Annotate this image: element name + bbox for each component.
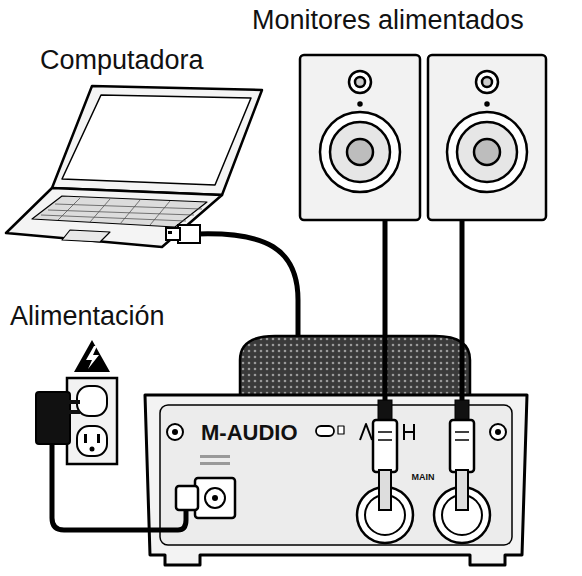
dc-power-jack <box>195 455 235 518</box>
brand-logo: M-AUDIO <box>201 421 298 445</box>
power-adapter <box>36 392 198 530</box>
speaker-cables <box>373 220 474 510</box>
studio-monitor-left <box>300 55 420 220</box>
port-label: MAIN <box>412 473 435 483</box>
computer-label: Computadora <box>40 46 204 76</box>
audio-interface-body <box>145 395 527 565</box>
laptop-icon <box>6 86 262 247</box>
power-outlet <box>67 378 117 464</box>
warning-symbol <box>74 340 110 372</box>
device-grille <box>240 336 470 400</box>
power-label: Alimentación <box>10 302 165 332</box>
studio-monitor-right <box>428 55 546 220</box>
main-output-jacks <box>357 487 490 543</box>
monitors-label: Monitores alimentados <box>252 6 524 36</box>
